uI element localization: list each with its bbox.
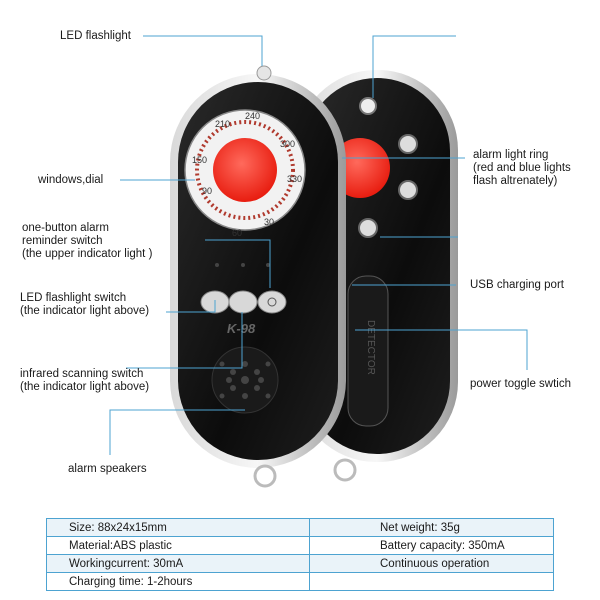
label-line: reminder switch	[22, 235, 103, 247]
table-row: Workingcurrent: 30mA Continuous operatio…	[46, 554, 554, 573]
table-row: Size: 88x24x15mm Net weight: 35g	[46, 518, 554, 537]
label-infrared: infrared scanning switch (the indicator …	[20, 368, 149, 394]
spec-cell: Continuous operation	[309, 554, 554, 573]
spec-cell: Material:ABS plastic	[46, 536, 310, 555]
dial-number: 330	[287, 174, 302, 184]
label-line: alarm light ring	[473, 149, 549, 161]
label-line: LED flashlight switch	[20, 292, 127, 304]
label-alarm-speakers: alarm speakers	[68, 463, 147, 475]
label-power-toggle: power toggle swtich	[470, 378, 571, 390]
back-detector-text: DETECTOR	[365, 320, 376, 375]
spec-cell: Charging time: 1-2hours	[46, 572, 310, 591]
label-windows-dial: windows,dial	[38, 174, 104, 186]
dial-number: 300	[280, 139, 295, 149]
model-text: K-98	[227, 321, 256, 336]
alarm-light-icon	[398, 134, 418, 154]
label-line: one-button alarm	[22, 222, 109, 234]
spec-cell: Workingcurrent: 30mA	[46, 554, 310, 573]
label-led-flashlight: LED flashlight	[60, 30, 131, 42]
dial-number: 90	[202, 186, 212, 196]
top-flashlight-icon	[256, 65, 272, 81]
table-row: Material:ABS plastic Battery capacity: 3…	[46, 536, 554, 555]
alarm-reminder-button[interactable]	[228, 290, 258, 314]
indicator-light	[241, 263, 245, 267]
label-alarm-ring: alarm light ring (red and blue lights fl…	[473, 149, 571, 188]
front-lens	[213, 138, 277, 202]
spec-cell: Battery capacity: 350mA	[309, 536, 554, 555]
back-keyring-icon	[333, 458, 357, 482]
dial-number: 210	[215, 119, 230, 129]
indicator-light	[266, 263, 270, 267]
alarm-light-icon	[398, 180, 418, 200]
spec-cell	[309, 572, 554, 591]
sun-icon	[267, 297, 277, 307]
keyring-icon	[253, 464, 277, 488]
specs-table: Size: 88x24x15mm Net weight: 35g Materia…	[46, 518, 554, 591]
label-one-button: one-button alarm reminder switch (the up…	[22, 222, 152, 261]
spec-cell: Size: 88x24x15mm	[46, 518, 310, 537]
label-line: (the indicator light above)	[20, 305, 150, 317]
indicator-light	[215, 263, 219, 267]
led-flashlight-icon	[359, 97, 377, 115]
dial-number: 240	[245, 111, 260, 121]
label-line: flash altrenately)	[473, 175, 558, 187]
label-led-switch: LED flashlight switch (the indicator lig…	[20, 292, 149, 318]
dial-number: 60	[232, 228, 242, 238]
front-device: 90 150 210 240 300 330 30 60 K-98	[170, 65, 346, 488]
label-line: (the upper indicator light )	[22, 248, 153, 260]
spec-cell: Net weight: 35g	[309, 518, 554, 537]
dial-number: 150	[192, 155, 207, 165]
label-line: (the indicator light above)	[20, 381, 150, 393]
label-line: infrared scanning switch	[20, 368, 144, 380]
flashlight-button[interactable]	[257, 290, 287, 314]
alarm-light-icon	[358, 218, 378, 238]
label-line: (red and blue lights	[473, 162, 571, 174]
table-row: Charging time: 1-2hours	[46, 572, 554, 591]
dial-number: 30	[264, 217, 274, 227]
label-usb-port: USB charging port	[470, 279, 564, 291]
